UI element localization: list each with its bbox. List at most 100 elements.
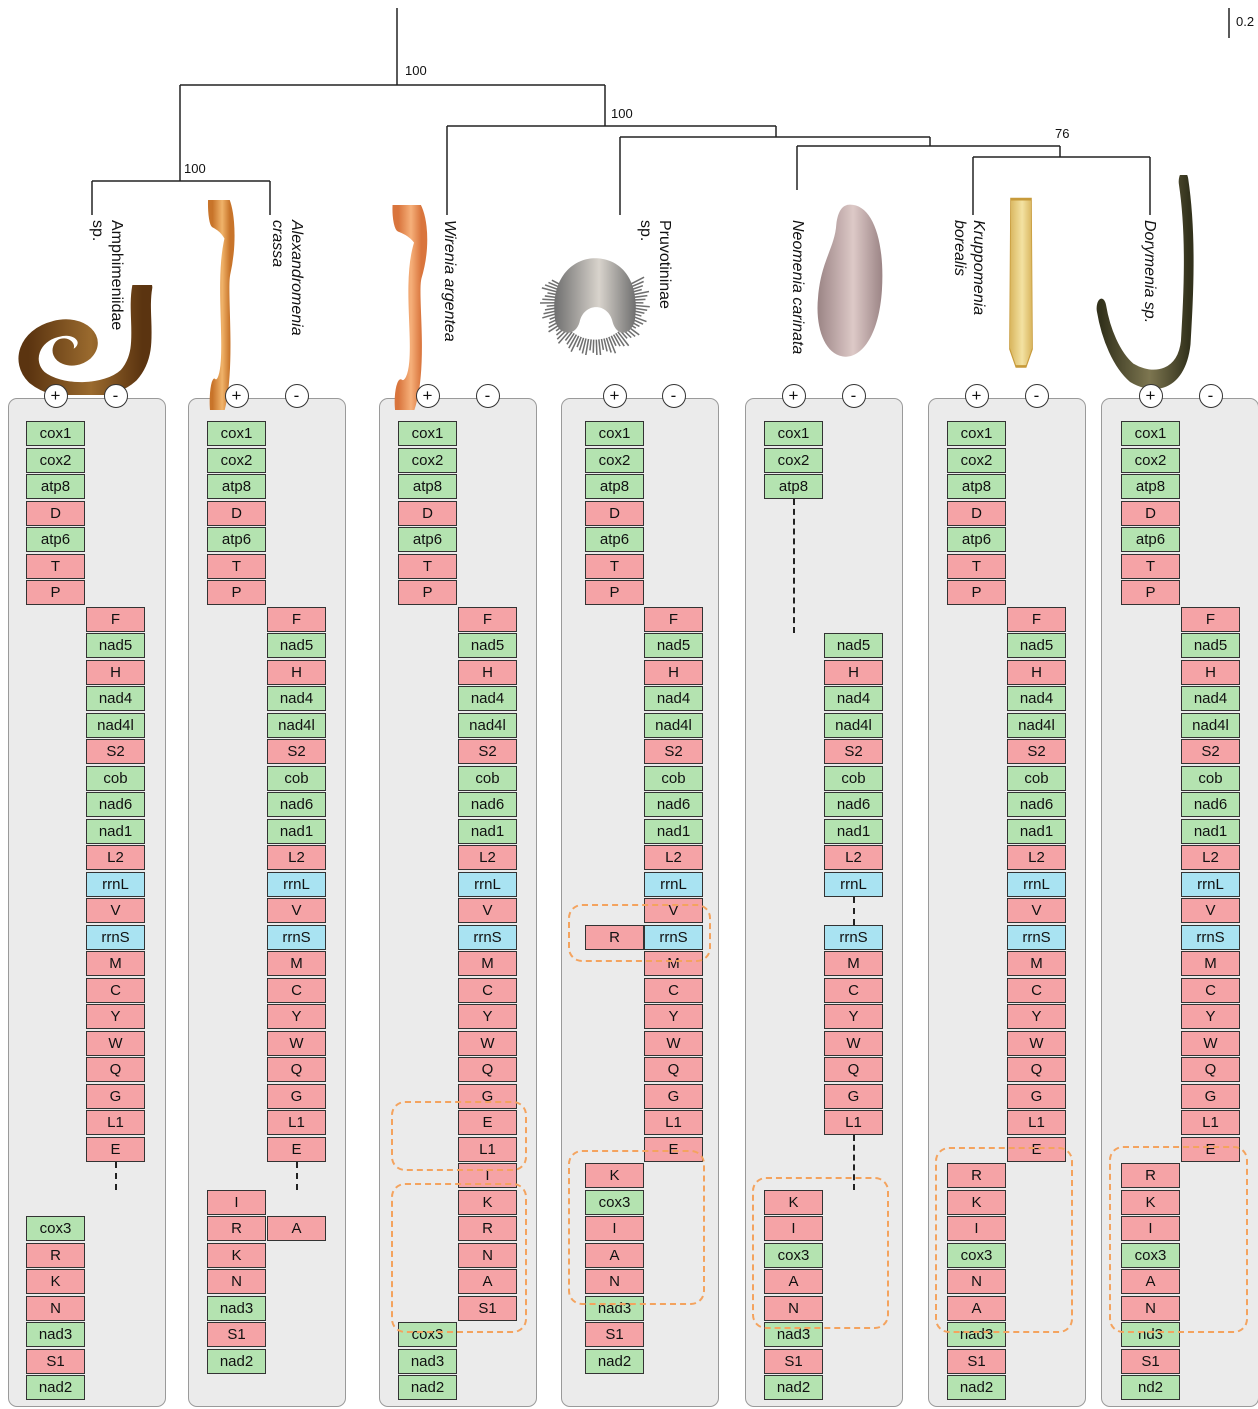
gene-box: K: [26, 1269, 85, 1294]
gene-box: M: [824, 951, 883, 976]
scale-bar-label: 0.2: [1236, 14, 1254, 29]
specimen-image: [995, 192, 1047, 370]
gene-box: L2: [267, 845, 326, 870]
strand-minus-symbol: -: [104, 384, 128, 408]
gene-box: D: [398, 501, 457, 526]
gene-box: nad4: [86, 686, 145, 711]
gene-box: atp6: [398, 527, 457, 552]
gene-box: cox1: [585, 421, 644, 446]
gene-box: rrnS: [267, 925, 326, 950]
strand-minus-symbol: -: [842, 384, 866, 408]
gene-box: cox1: [26, 421, 85, 446]
gene-box: nd2: [1121, 1375, 1180, 1400]
gene-box: V: [458, 898, 517, 923]
specimen-image: [812, 198, 888, 363]
specimen-image: [540, 245, 650, 355]
gene-box: rrnS: [458, 925, 517, 950]
gene-box: P: [398, 580, 457, 605]
gene-box: atp8: [26, 474, 85, 499]
rearrangement-highlight: [752, 1177, 889, 1329]
gene-box: Q: [1181, 1057, 1240, 1082]
gene-box: F: [644, 607, 703, 632]
gene-box: S1: [585, 1322, 644, 1347]
taxon-label-line: borealis: [951, 220, 968, 276]
gene-box: nad4: [824, 686, 883, 711]
rearrangement-highlight: [391, 1101, 527, 1171]
gene-box: nad4l: [86, 713, 145, 738]
strand-minus-symbol: -: [476, 384, 500, 408]
strand-plus-symbol: +: [782, 384, 806, 408]
gene-box: nad5: [644, 633, 703, 658]
gene-box: Y: [86, 1004, 145, 1029]
gene-box: nad2: [585, 1349, 644, 1374]
gene-box: rrnL: [86, 872, 145, 897]
gene-box: cox2: [26, 448, 85, 473]
strand-plus-symbol: +: [225, 384, 249, 408]
gene-box: atp6: [1121, 527, 1180, 552]
gene-box: G: [1181, 1084, 1240, 1109]
gap-connector: [853, 897, 855, 925]
gene-box: D: [207, 501, 266, 526]
gene-box: Q: [458, 1057, 517, 1082]
gene-box: A: [267, 1216, 326, 1241]
gene-box: M: [458, 951, 517, 976]
gene-box: cob: [1007, 766, 1066, 791]
gene-box: D: [1121, 501, 1180, 526]
strand-minus-symbol: -: [662, 384, 686, 408]
gene-box: Y: [1181, 1004, 1240, 1029]
gene-box: H: [1181, 660, 1240, 685]
gene-box: C: [458, 978, 517, 1003]
gene-box: nad4l: [458, 713, 517, 738]
taxon-label-line: Amphimeniidae: [108, 220, 125, 330]
gene-box: cox2: [398, 448, 457, 473]
gene-box: G: [267, 1084, 326, 1109]
gene-box: cob: [824, 766, 883, 791]
gene-box: nad5: [458, 633, 517, 658]
gene-box: nad5: [86, 633, 145, 658]
gene-box: Q: [1007, 1057, 1066, 1082]
gene-box: nad6: [824, 792, 883, 817]
gene-box: rrnL: [458, 872, 517, 897]
bootstrap-basal: 100: [184, 161, 206, 176]
gene-box: R: [26, 1243, 85, 1268]
gene-box: G: [1007, 1084, 1066, 1109]
taxon-label-line: Dorymenia sp.: [1141, 220, 1158, 323]
gene-box: G: [86, 1084, 145, 1109]
gene-box: F: [1007, 607, 1066, 632]
gene-box: N: [26, 1296, 85, 1321]
gene-box: rrnS: [824, 925, 883, 950]
gene-box: H: [458, 660, 517, 685]
gene-box: H: [86, 660, 145, 685]
gene-box: C: [824, 978, 883, 1003]
rearrangement-highlight: [568, 904, 711, 962]
gene-box: nad1: [267, 819, 326, 844]
taxon-label: Amphimeniidaesp.: [88, 220, 126, 330]
gene-box: S2: [1007, 739, 1066, 764]
strand-plus-symbol: +: [1139, 384, 1163, 408]
strand-minus-symbol: -: [285, 384, 309, 408]
gap-connector: [296, 1162, 298, 1190]
gene-box: nad4l: [824, 713, 883, 738]
gene-box: atp8: [764, 474, 823, 499]
gene-box: S1: [1121, 1349, 1180, 1374]
gene-box: cox2: [764, 448, 823, 473]
gene-box: nad6: [1007, 792, 1066, 817]
taxon-label: Kruppomeniaborealis: [950, 220, 988, 315]
gene-box: nad2: [398, 1375, 457, 1400]
gene-box: S2: [86, 739, 145, 764]
gene-box: nad2: [207, 1349, 266, 1374]
gene-box: nad4l: [267, 713, 326, 738]
gene-box: P: [26, 580, 85, 605]
strand-minus-symbol: -: [1025, 384, 1049, 408]
gene-box: nad1: [1181, 819, 1240, 844]
gene-box: nad6: [267, 792, 326, 817]
gene-box: L2: [1181, 845, 1240, 870]
gene-box: cox2: [585, 448, 644, 473]
gene-box: M: [1181, 951, 1240, 976]
gene-box: F: [86, 607, 145, 632]
gene-box: G: [644, 1084, 703, 1109]
gene-box: M: [86, 951, 145, 976]
specimen-image: [200, 200, 242, 410]
gene-box: V: [1181, 898, 1240, 923]
gene-box: cox1: [947, 421, 1006, 446]
